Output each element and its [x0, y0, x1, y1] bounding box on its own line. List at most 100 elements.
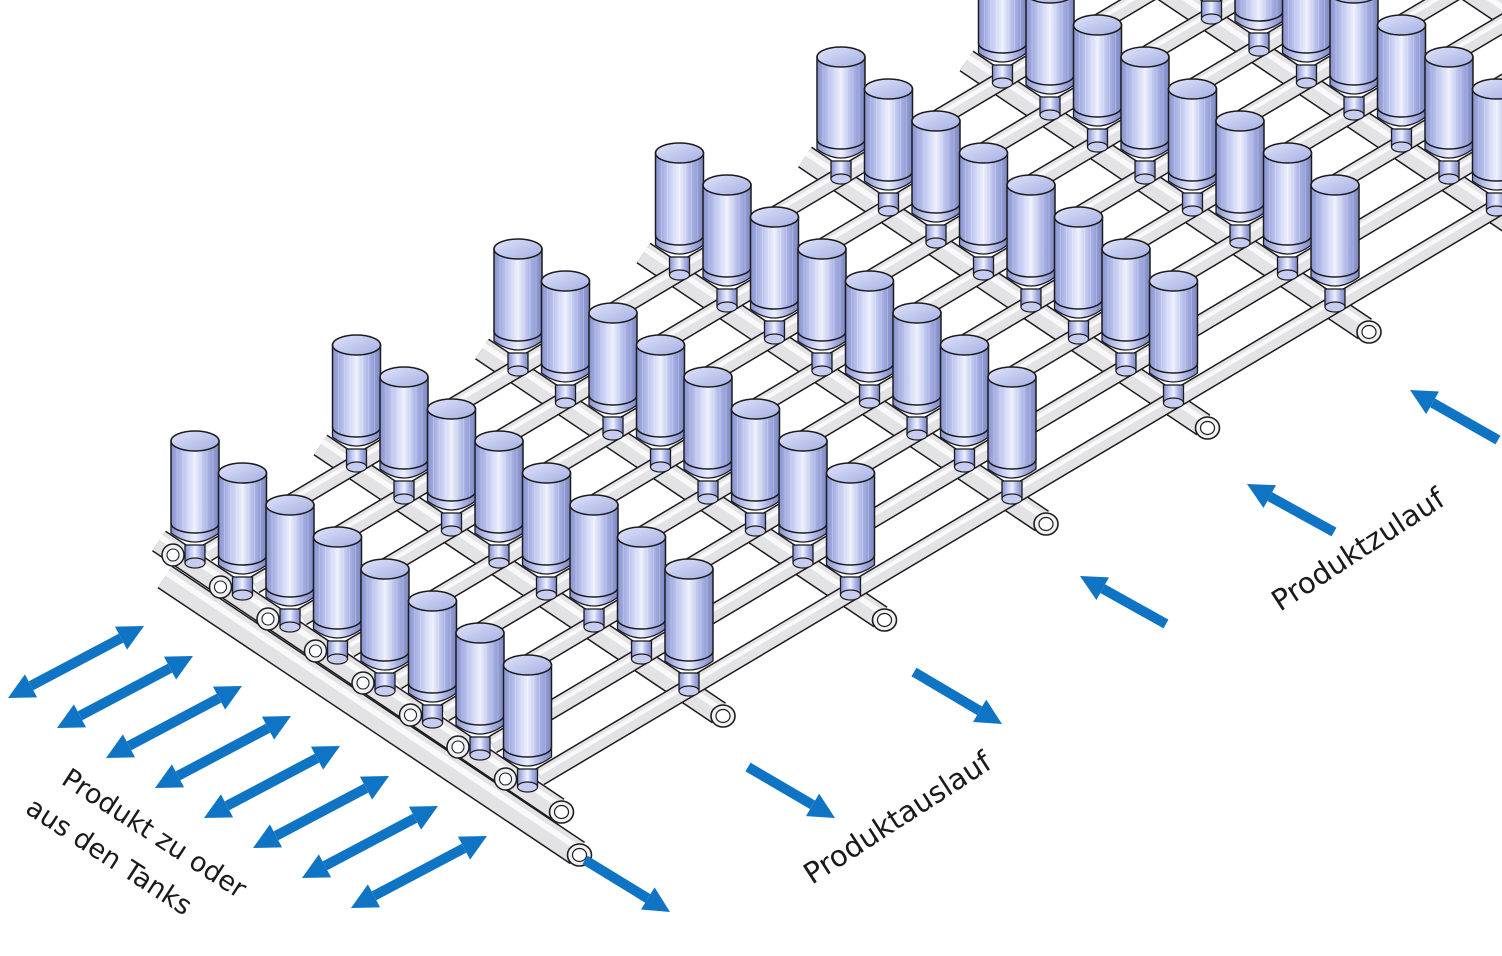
valve-stem-base — [811, 365, 833, 377]
valve-cap — [1376, 14, 1427, 36]
valve-stem-base — [1438, 173, 1460, 185]
valve-cap — [312, 526, 363, 548]
valve-port-inner — [213, 580, 228, 594]
front-manifold-fill — [158, 567, 585, 863]
valve-r3-c3 — [588, 302, 638, 441]
arrow-head — [1247, 484, 1277, 508]
valve-cap — [569, 494, 619, 516]
arrow-tail-head — [155, 764, 185, 788]
valve-body — [664, 568, 714, 662]
valve-cap — [1167, 78, 1218, 100]
valve-body — [1471, 88, 1502, 182]
arrow-head — [359, 776, 389, 800]
valve-cap — [816, 46, 866, 68]
valve-cap — [493, 238, 543, 260]
valve-stem-base — [1134, 173, 1156, 185]
valve-cap — [407, 590, 458, 612]
valve-r6-c1 — [398, 590, 458, 729]
valve-cap — [635, 334, 686, 356]
arrow-head — [457, 836, 487, 860]
valve-port-inner — [308, 644, 323, 658]
valve-cap — [664, 558, 714, 580]
arrow-head — [805, 793, 835, 818]
arrow-shaft — [745, 762, 816, 810]
column-pipe-6-fill — [960, 51, 1372, 339]
valve-cap — [987, 366, 1037, 388]
valve-port-inner — [451, 740, 465, 754]
valve-stem-base — [1248, 45, 1270, 57]
arrow-shaft — [77, 663, 173, 721]
valve-stem-base — [763, 333, 786, 345]
valve-cap — [1471, 78, 1502, 100]
column-pipe-7-shine — [1182, 0, 1502, 215]
valve-r5-c2 — [521, 462, 572, 601]
arrow-shaft — [224, 753, 320, 811]
arrow-tail-head — [106, 734, 136, 758]
valve-stem-base — [326, 653, 349, 665]
valve-cap — [474, 430, 524, 452]
valve-cap — [379, 366, 429, 388]
valve-r8-c6 — [1310, 174, 1360, 313]
valve-stem-base — [678, 685, 700, 697]
valve-stem-base — [1020, 301, 1042, 313]
valve-cap — [730, 398, 781, 420]
arrow-shaft — [28, 633, 124, 691]
valve-r1-c5 — [816, 46, 866, 185]
valve-stem-base — [507, 365, 529, 377]
column-pipe-5-fill — [798, 147, 1210, 435]
valve-body — [502, 664, 553, 758]
front-manifold-end-inner — [571, 847, 588, 863]
valve-cap — [331, 334, 382, 356]
valve-cap — [1031, 0, 1069, 4]
tank-arrow-7 — [302, 806, 438, 878]
valve-cap — [654, 142, 705, 164]
valve-stem-base — [184, 557, 206, 569]
valve-cap — [540, 270, 591, 292]
valve-stem-base — [744, 525, 767, 537]
valve-stem-base — [1039, 109, 1061, 121]
valve-stem-base — [649, 461, 672, 473]
column-pipe-5-shine — [803, 149, 1206, 423]
column-pipe-end-2-inner — [715, 708, 731, 724]
arrow-tail-head — [351, 884, 381, 908]
arrow-shaft — [1430, 398, 1501, 445]
inlet-arrow-3 — [1410, 390, 1501, 445]
arrow-shaft — [1100, 584, 1169, 629]
arrow-tail-head — [302, 854, 332, 878]
arrow-head — [973, 699, 1002, 724]
valve-port-inner — [498, 772, 513, 786]
tank-arrow-6 — [253, 776, 389, 848]
valve-cap — [616, 526, 667, 548]
valve-stem-base — [953, 461, 976, 473]
valve-r5-c3 — [683, 366, 733, 505]
arrow-head — [261, 716, 291, 740]
arrow-shaft — [175, 723, 271, 781]
inlet-label: Produktzulauf — [1265, 481, 1451, 618]
valve-cap — [1072, 14, 1123, 36]
valve-stem-base — [858, 397, 881, 409]
valve-r2-c4 — [702, 174, 752, 313]
valve-stem-base — [792, 557, 814, 569]
arrow-head — [408, 806, 438, 830]
valve-r3-c7 — [1234, 0, 1284, 57]
valve-r5-c6 — [1167, 78, 1218, 217]
flow-arrows — [8, 390, 1501, 912]
valve-r1-c2 — [331, 334, 382, 473]
arrow-head — [1080, 576, 1110, 601]
column-pipe-3-fill — [475, 339, 887, 627]
valve-cap — [892, 302, 942, 324]
valve-stem-base — [877, 205, 900, 217]
row-pipe-8-shine — [538, 199, 1502, 776]
arrow-tail-head — [253, 824, 283, 848]
valve-r8-c7 — [1471, 78, 1502, 217]
valve-stem-base — [972, 269, 995, 281]
valve-port-inner — [166, 548, 180, 562]
valve-r1-c1 — [161, 430, 220, 569]
inlet-arrow-1 — [1080, 576, 1169, 629]
valve-cap — [683, 366, 733, 388]
valve-cap — [217, 462, 268, 484]
column-pipe-3-shine — [480, 341, 883, 615]
column-pipe-6-shine — [964, 53, 1367, 327]
valve-r2-c7 — [1200, 0, 1223, 25]
